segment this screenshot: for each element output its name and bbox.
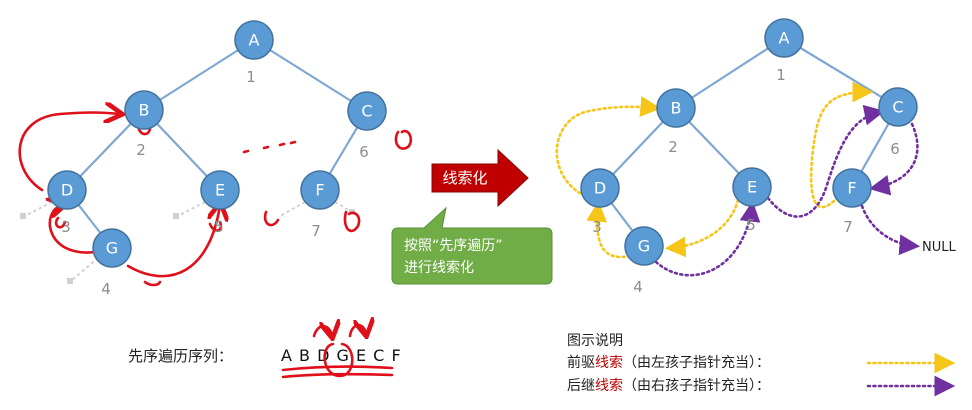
- node-label: A: [249, 31, 260, 50]
- thread-arrow: 线索化: [431, 148, 529, 208]
- legend-title: 图示说明: [567, 333, 623, 349]
- node-circle: [732, 167, 772, 207]
- node-circle: [764, 18, 804, 58]
- predecessor-threads: [555, 81, 874, 259]
- node-index: 6: [890, 140, 900, 158]
- node-circle: [656, 88, 696, 128]
- node-index: 5: [746, 216, 756, 234]
- callout-line-1: 按照“先序遍历”: [404, 238, 503, 254]
- node-label: C: [361, 102, 372, 121]
- legend-item-successor: 后继线索（由右孩子指针充当）：: [567, 377, 770, 394]
- successor-threads: [654, 104, 921, 277]
- node-index: 7: [311, 222, 321, 240]
- tree-node-f: F7: [832, 168, 872, 236]
- node-label: A: [779, 29, 790, 48]
- node-label: E: [747, 178, 757, 197]
- legend: 图示说明 前驱线索（由左孩子指针充当）： 后继线索（由右孩子指针充当）：: [567, 333, 956, 397]
- node-circle: [92, 228, 132, 268]
- tree-node-c: C6: [878, 87, 918, 158]
- node-circle: [624, 226, 664, 266]
- node-circle: [200, 170, 240, 210]
- tree-node-e: E5: [732, 167, 772, 234]
- node-index: 4: [633, 278, 643, 296]
- callout-bubble: 按照“先序遍历” 进行线索化: [391, 206, 553, 285]
- node-label: G: [638, 237, 650, 256]
- legend-item-predecessor: 前驱线索（由左孩子指针充当）：: [567, 354, 770, 371]
- node-label: D: [61, 181, 73, 200]
- thread-arrow-label: 线索化: [442, 169, 487, 187]
- node-index: 2: [668, 138, 678, 156]
- right-tree-edges: [599, 37, 899, 247]
- node-circle: [124, 90, 164, 130]
- node-label: C: [892, 98, 903, 117]
- callout-line-2: 进行线索化: [404, 259, 474, 276]
- null-label: NULL: [922, 240, 956, 255]
- tree-node-b: B2: [656, 88, 696, 156]
- tree-node-d: D3: [47, 170, 87, 236]
- node-index: 5: [214, 218, 224, 236]
- node-index: 1: [246, 68, 256, 86]
- node-label: B: [671, 99, 682, 118]
- node-index: 4: [101, 280, 111, 298]
- tree-node-a: A1: [234, 20, 274, 86]
- node-index: 3: [61, 218, 71, 236]
- left-null-stubs: [20, 201, 355, 284]
- node-index: 6: [359, 143, 369, 161]
- preorder-sequence: 先序遍历序列： A B D G E C F: [128, 325, 402, 379]
- tree-node-b: B2: [124, 90, 164, 159]
- tree-node-g: G4: [624, 226, 664, 296]
- node-label: D: [594, 179, 606, 198]
- node-index: 1: [776, 66, 786, 84]
- node-index: 7: [843, 218, 853, 236]
- node-label: E: [215, 181, 225, 200]
- tree-node-f: F7: [300, 170, 340, 240]
- node-circle: [878, 87, 918, 127]
- sequence-label: 先序遍历序列：: [128, 347, 233, 365]
- node-circle: [234, 20, 274, 60]
- node-circle: [347, 91, 387, 131]
- node-label: F: [315, 181, 324, 200]
- node-label: G: [106, 239, 118, 258]
- sequence-value: A B D G E C F: [281, 346, 402, 365]
- node-circle: [47, 170, 87, 210]
- node-label: F: [847, 179, 856, 198]
- node-index: 2: [136, 141, 146, 159]
- tree-node-a: A1: [764, 18, 804, 84]
- tree-node-c: C6: [347, 91, 387, 161]
- tree-node-e: E5: [200, 170, 240, 236]
- tree-node-g: G4: [92, 228, 132, 298]
- tree-node-d: D3: [580, 168, 620, 236]
- node-circle: [580, 168, 620, 208]
- node-label: B: [139, 101, 150, 120]
- node-circle: [300, 170, 340, 210]
- node-circle: [832, 168, 872, 208]
- node-index: 3: [592, 218, 602, 236]
